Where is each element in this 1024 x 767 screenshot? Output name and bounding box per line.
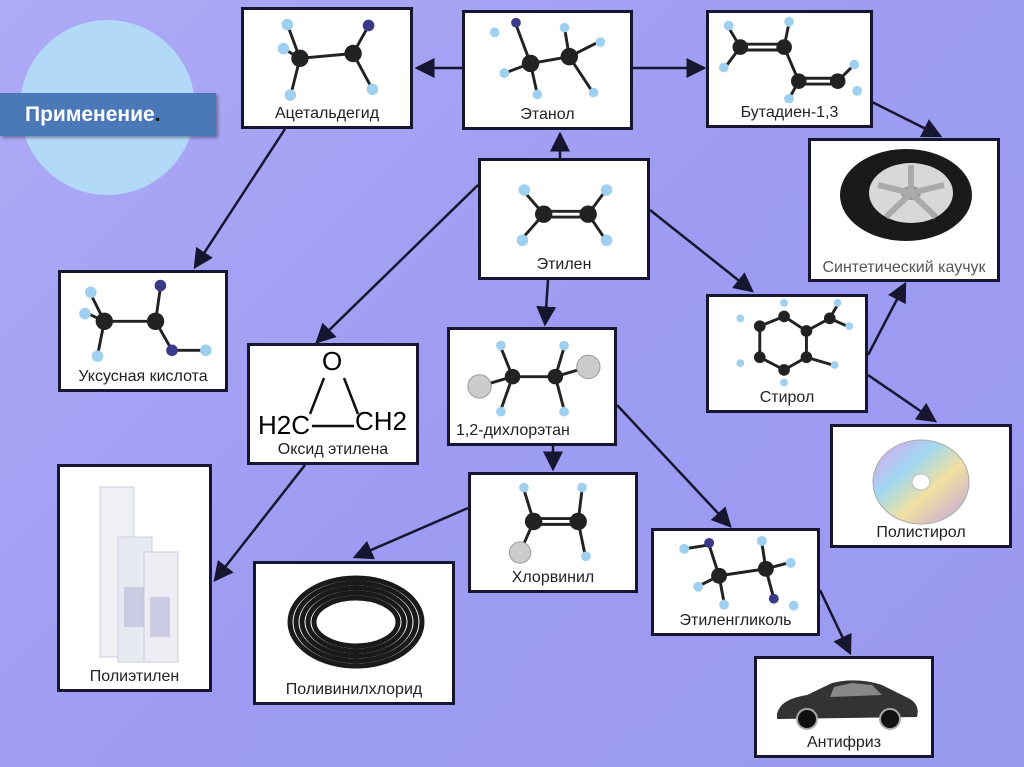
tire-image-icon (840, 149, 972, 241)
label-rubber: Синтетический каучук (822, 259, 986, 276)
node-ethylene: Этилен (478, 158, 650, 280)
oxide-left-group: H2C (258, 410, 311, 440)
label-styrene: Стирол (759, 389, 815, 406)
oxide-right-group: CH2 (355, 406, 408, 436)
arrow-acetaldehyde-acetic (193, 128, 287, 270)
label-vinyl-chloride: Хлорвинил (511, 569, 595, 586)
ethylene-molecule-icon (516, 184, 613, 247)
label-ethanol: Этанол (520, 106, 575, 123)
label-antifreeze: Антифриз (806, 734, 882, 751)
arrow-ethylene-oxide (315, 184, 479, 344)
label-ethylene: Этилен (536, 256, 592, 273)
label-butadiene: Бутадиен-1,3 (740, 104, 839, 121)
node-acetaldehyde: Ацетальдегид (241, 7, 413, 129)
node-polyethylene: Полиэтилен (57, 464, 212, 692)
arrow-butadiene-rubber (867, 98, 943, 138)
arrow-styrene-polystyrene (867, 373, 938, 423)
arrow-ethylene-dichloroethane (536, 279, 557, 327)
cd-disc-image-icon (872, 439, 970, 525)
page-title: Применение. (0, 93, 216, 136)
arrow-styrene-rubber (866, 281, 907, 356)
arrow-ethylene-styrene (649, 209, 754, 293)
node-dichloroethane: 1,2-дихлорэтан (447, 327, 617, 446)
node-acetic-acid: Уксусная кислота (58, 270, 228, 392)
vinyl-chloride-molecule-icon (508, 482, 591, 564)
acetic-acid-molecule-icon (79, 279, 212, 362)
label-ethylene-glycol: Этиленгликоль (679, 612, 792, 629)
arrow-glycol-antifreeze (818, 589, 852, 656)
node-butadiene: Бутадиен-1,3 (706, 10, 873, 128)
label-acetaldehyde: Ацетальдегид (274, 105, 380, 122)
film-rolls-image-icon (99, 486, 179, 663)
car-image-icon (777, 680, 918, 730)
label-acetic-acid: Уксусная кислота (78, 368, 208, 385)
label-polystyrene: Полистирол (876, 524, 966, 541)
styrene-molecule-icon (736, 298, 854, 387)
oxide-oxygen-label: O (322, 346, 343, 376)
cable-coil-image-icon (287, 575, 425, 669)
node-styrene: Стирол (706, 294, 868, 413)
node-ethylene-glycol: Этиленгликоль (651, 528, 820, 636)
node-ethanol: Этанол (462, 10, 633, 130)
title-text: Применение (25, 103, 155, 126)
arrow-vinylchloride-pvc (352, 506, 469, 560)
arrow-dichloroethane-glycol (616, 404, 732, 528)
arrow-oxide-polyethylene (213, 464, 306, 582)
label-dichloroethane: 1,2-дихлорэтан (456, 422, 570, 439)
label-polyethylene: Полиэтилен (89, 668, 180, 685)
ethylene-glycol-molecule-icon (679, 535, 799, 611)
node-vinyl-chloride: Хлорвинил (468, 472, 638, 593)
node-ethylene-oxide: O H2C CH2 Оксид этилена (247, 343, 419, 465)
node-antifreeze: Антифриз (754, 656, 934, 758)
oxide-ring-bonds (308, 377, 360, 428)
acetaldehyde-molecule-icon (277, 18, 379, 101)
butadiene-molecule-icon (718, 16, 863, 103)
dichloroethane-molecule-icon (467, 340, 601, 417)
label-ethylene-oxide: Оксид этилена (277, 441, 389, 458)
node-polystyrene: Полистирол (830, 424, 1012, 548)
ethanol-molecule-icon (489, 17, 606, 100)
node-pvc: Поливинилхлорид (253, 561, 455, 705)
node-rubber: Синтетический каучук (808, 138, 1000, 282)
label-pvc: Поливинилхлорид (285, 681, 423, 698)
title-dot: . (154, 103, 161, 126)
